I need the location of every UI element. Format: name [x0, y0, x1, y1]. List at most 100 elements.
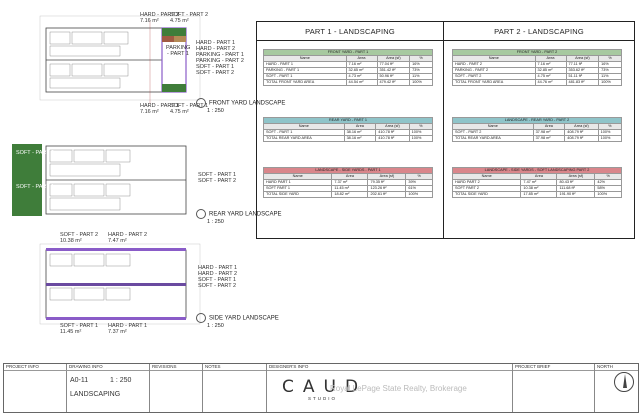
- legend-item: HARD - PART 1: [196, 40, 236, 46]
- part2-title: PART 2 - LANDSCAPING: [444, 22, 634, 41]
- legend-item: HARD - PART 2: [196, 46, 236, 52]
- cell: 202.61 ft²: [367, 191, 407, 198]
- watermark: Royal LePage State Realty, Brokerage: [330, 384, 467, 393]
- title-block: PROJECT INFO DRAWING INFO REVISIONS NOTE…: [3, 363, 639, 413]
- cell: TOTAL FRONT YARD AREA: [452, 79, 536, 86]
- part1-column: PART 1 - LANDSCAPING FRONT YARD - PART 1…: [257, 22, 444, 238]
- tag-area: 4.75 m²: [170, 109, 189, 115]
- drawing-info-header: DRAWING INFO: [67, 364, 149, 371]
- front-legend: HARD - PART 1 HARD - PART 2 PARKING - PA…: [196, 40, 244, 76]
- rear-top-tag: SOFT - PART 2: [16, 150, 55, 156]
- legend-item: SOFT - PART 1: [198, 172, 237, 178]
- cell: 479.42 ft²: [376, 79, 411, 86]
- legend-item: PARKING - PART 2: [196, 58, 244, 64]
- cell: 410.78 ft²: [375, 135, 410, 142]
- tag-area: 7.16 m²: [140, 18, 159, 24]
- cell: 100%: [405, 191, 433, 198]
- cell: 44.54 m²: [345, 79, 378, 86]
- side-yard-plan: [10, 232, 210, 332]
- tag-text: SOFT - PART 1: [60, 323, 99, 329]
- legend-item: SOFT - PART 2: [196, 70, 235, 76]
- cell: TOTAL SIDE YARD: [262, 191, 333, 198]
- legend-item: PARKING - PART 1: [196, 52, 244, 58]
- cell: 100%: [598, 79, 622, 86]
- caud-logo: CAUD: [282, 377, 368, 397]
- cell: 100%: [594, 191, 622, 198]
- view-marker-icon: [196, 98, 206, 108]
- sheet-number: A0-11: [70, 377, 89, 384]
- tag-area: 7.16 m²: [140, 109, 159, 115]
- view-title: SIDE YARD LANDSCAPE: [209, 315, 279, 322]
- tag-text: SOFT - PART 2: [170, 12, 209, 18]
- tag-text: SOFT - PART 2: [60, 232, 99, 238]
- tag-area: 10.38 m²: [60, 238, 82, 244]
- cell: 38.16 m²: [343, 135, 377, 142]
- part2-column: PART 2 - LANDSCAPING FRONT YARD - PART 2…: [444, 22, 634, 238]
- legend-item: HARD - PART 1: [198, 265, 238, 271]
- cell: 18.82 m²: [331, 191, 369, 198]
- cell: 100%: [409, 79, 433, 86]
- part1-title: PART 1 - LANDSCAPING: [257, 22, 443, 41]
- cell: 408.79 ft²: [564, 135, 599, 142]
- view-title: FRONT YARD LANDSCAPE: [209, 100, 286, 107]
- legend-item: SOFT - PART 2: [198, 283, 237, 289]
- cell: TOTAL SIDE YARD: [451, 191, 522, 198]
- view-scale: 1 : 250: [207, 323, 224, 329]
- tag-area: 4.75 m²: [170, 18, 189, 24]
- logo-subtitle: STUDIO: [308, 396, 338, 401]
- view-scale: 1 : 250: [207, 219, 224, 225]
- view-title: REAR YARD LANDSCAPE: [209, 211, 282, 218]
- north-header: NORTH: [595, 364, 638, 371]
- rear-view-title: REAR YARD LANDSCAPE 1 : 250: [196, 209, 281, 226]
- tag-text: HARD - PART 1: [108, 323, 148, 329]
- tag-text: HARD - PART 1: [140, 103, 180, 109]
- view-scale: 1 : 250: [207, 108, 224, 114]
- sheet-name: LANDSCAPING: [70, 391, 121, 398]
- project-brief-header: PROJECT BRIEF: [513, 364, 594, 371]
- cell: TOTAL REAR YARD AREA: [452, 135, 534, 142]
- sheet-scale: 1 : 250: [110, 377, 132, 384]
- view-marker-icon: [196, 313, 206, 323]
- designers-info-header: DESIGNER'S INFO: [267, 364, 512, 371]
- tag-text: HARD - PART 2: [108, 232, 148, 238]
- legend-item: HARD - PART 2: [198, 271, 238, 277]
- notes-header: NOTES: [203, 364, 266, 371]
- part2-side-table: LANDSCAPE - SIDE YARDS - SOFT LANDSCAPIN…: [451, 167, 622, 198]
- view-marker-icon: [196, 209, 206, 219]
- cell: 17.85 m²: [520, 191, 558, 198]
- cell: 100%: [408, 135, 434, 142]
- side-view-title: SIDE YARD LANDSCAPE 1 : 250: [196, 313, 279, 330]
- rear-yard-plan: [10, 140, 210, 220]
- cell: 44.76 m²: [534, 79, 567, 86]
- legend-item: SOFT - PART 2: [198, 178, 237, 184]
- cell: TOTAL FRONT YARD AREA: [263, 79, 347, 86]
- rear-bottom-tag: SOFT - PART 1: [16, 184, 55, 190]
- front-view-title: FRONT YARD LANDSCAPE 1 : 250: [196, 98, 285, 115]
- cell: TOTAL REAR YARD AREA: [263, 135, 345, 142]
- legend-item: SOFT - PART 1: [196, 64, 235, 70]
- rear-legend: SOFT - PART 1 SOFT - PART 2: [198, 172, 236, 184]
- cell: 481.83 ft²: [565, 79, 600, 86]
- revisions-header: REVISIONS: [150, 364, 202, 371]
- legend-item: SOFT - PART 1: [198, 277, 237, 283]
- cell: 100%: [597, 135, 623, 142]
